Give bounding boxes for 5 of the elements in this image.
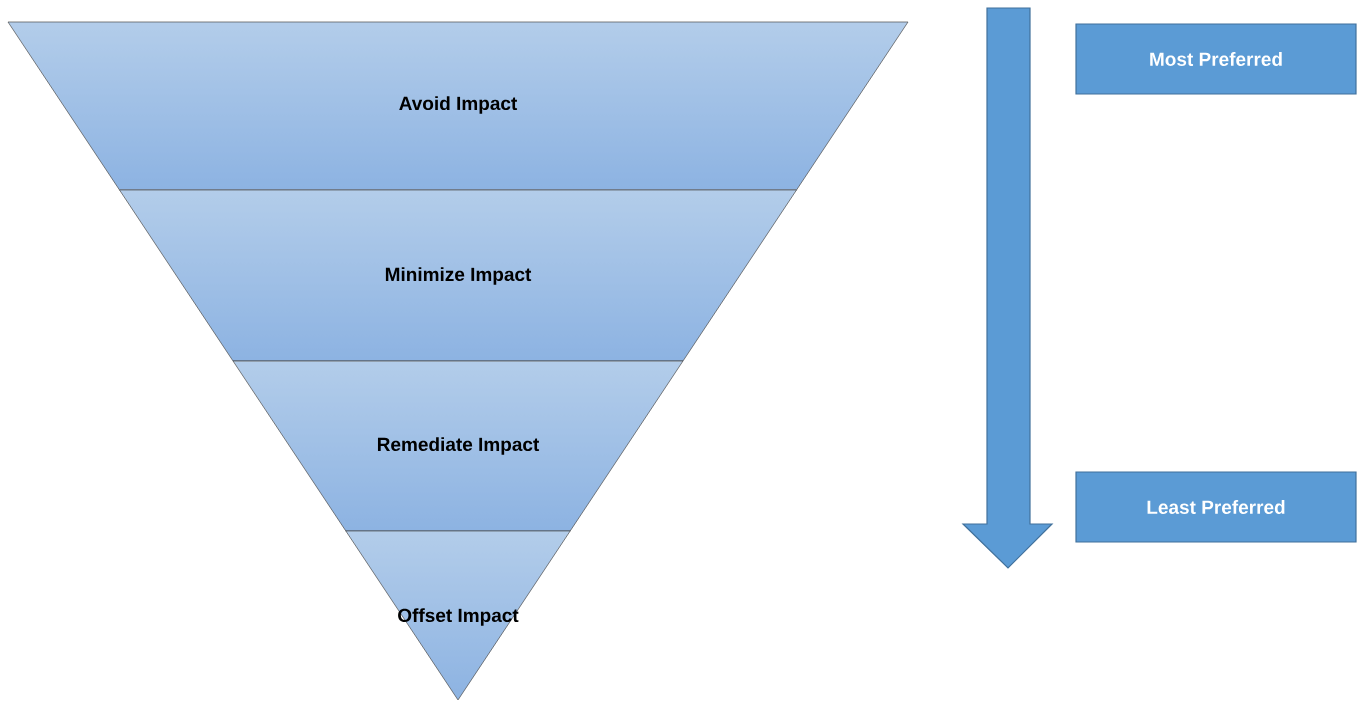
funnel-band: Offset Impact [345, 530, 571, 701]
funnel-band: Avoid Impact [7, 21, 909, 191]
label-box: Most Preferred [1075, 23, 1357, 95]
label-box: Least Preferred [1075, 471, 1357, 543]
funnel-band: Minimize Impact [119, 189, 797, 362]
